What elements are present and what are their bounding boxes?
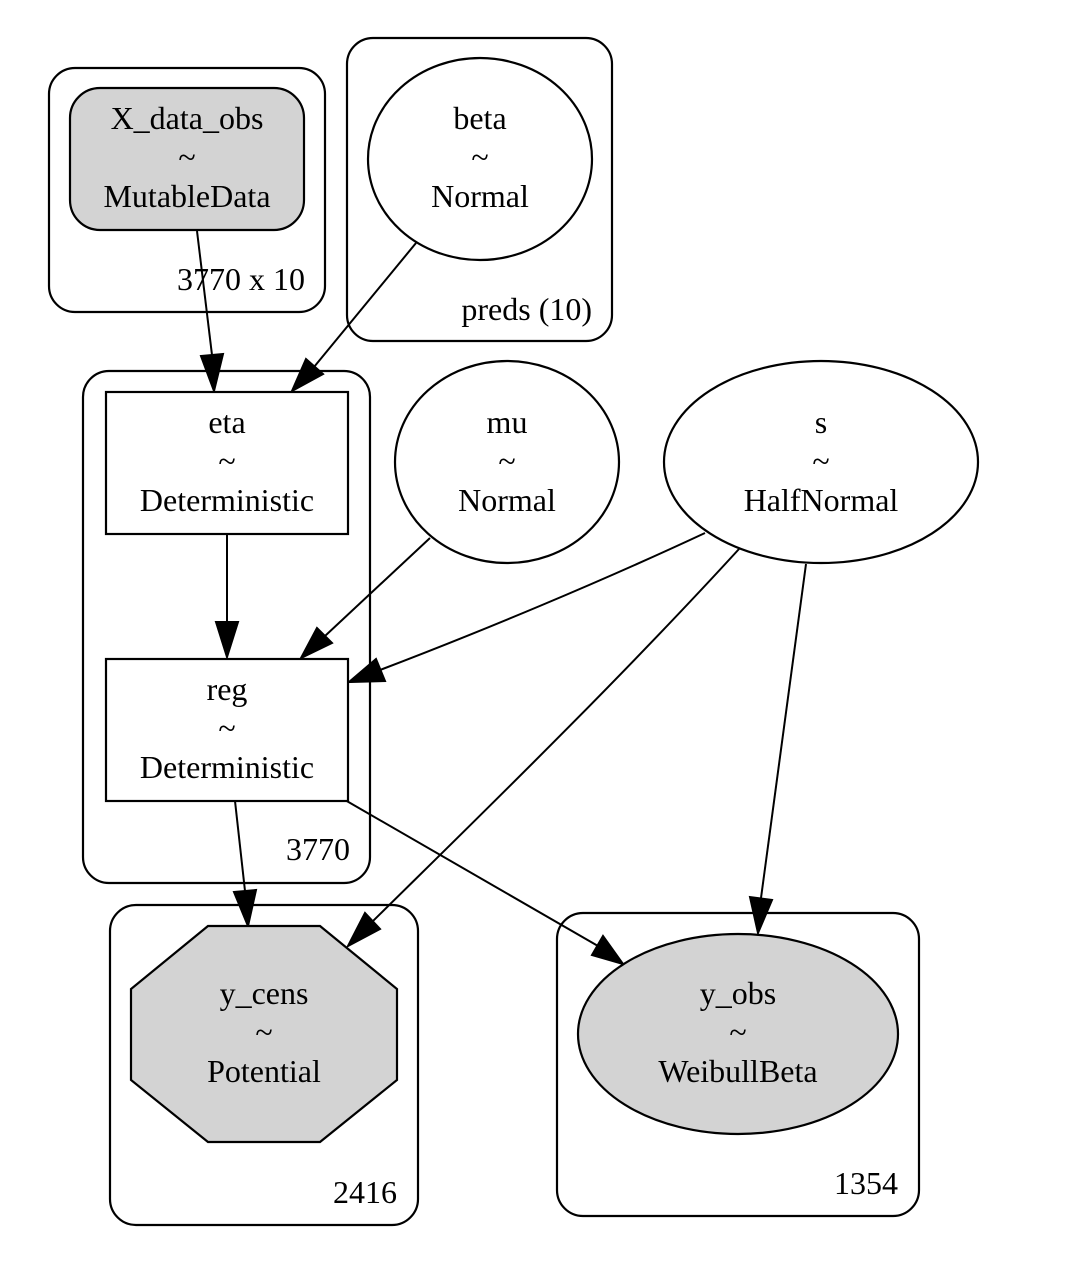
plate-preds: preds (10) [345,36,614,343]
node-shape [576,932,900,1136]
node-separator: ~ [218,443,235,479]
plate-label: 3770 [286,831,350,867]
node-shape [104,657,350,803]
node-name: X_data_obs [111,100,264,136]
node-y-cens[interactable]: y_cens ~ Potential [129,924,399,1144]
node-shape [104,390,350,536]
node-distribution: Deterministic [140,749,314,785]
plate-3770x10: 3770 x 10 [47,66,327,314]
edge-s-to-yobs [748,563,807,937]
node-shape [68,86,306,232]
node-distribution: WeibullBeta [658,1053,817,1089]
node-separator: ~ [812,443,829,479]
node-shape [662,359,980,565]
node-shape [366,56,594,262]
node-distribution: Normal [458,482,556,518]
plate-1354: 1354 [555,911,921,1218]
edge-mu-to-reg [298,537,431,661]
node-name: y_obs [700,975,776,1011]
node-separator: ~ [498,443,515,479]
plate-label: 2416 [333,1174,397,1210]
node-x-data-obs[interactable]: X_data_obs ~ MutableData [68,86,306,232]
node-name: beta [453,100,506,136]
node-beta[interactable]: beta ~ Normal [366,56,594,262]
plate-label: preds (10) [461,291,592,327]
node-separator: ~ [218,710,235,746]
plate-label: 3770 x 10 [177,261,305,297]
edge-reg-to-yobs [344,799,626,966]
node-name: eta [208,404,245,440]
node-distribution: Potential [207,1053,321,1089]
node-mu[interactable]: mu ~ Normal [393,359,621,565]
node-name: s [815,404,827,440]
node-reg[interactable]: reg ~ Deterministic [104,657,350,803]
edge-beta-to-eta [289,242,417,394]
edge-eta-to-reg [214,534,240,661]
plate-label: 1354 [834,1165,898,1201]
node-distribution: Normal [431,178,529,214]
edge-reg-to-ycens [232,800,258,930]
node-y-obs[interactable]: y_obs ~ WeibullBeta [576,932,900,1136]
node-separator: ~ [178,139,195,175]
node-distribution: HalfNormal [744,482,899,518]
node-shape [129,924,399,1144]
edge-s-to-reg [346,532,706,684]
edge-xdata-to-eta [196,230,225,395]
node-eta[interactable]: eta ~ Deterministic [104,390,350,536]
node-shape [393,359,621,565]
node-separator: ~ [471,139,488,175]
node-name: y_cens [220,975,309,1011]
plate-2416: 2416 [108,903,420,1227]
edge-s-to-ycens [345,548,740,949]
node-separator: ~ [255,1014,272,1050]
node-s[interactable]: s ~ HalfNormal [662,359,980,565]
node-name: mu [487,404,528,440]
node-distribution: Deterministic [140,482,314,518]
edges [196,230,807,966]
node-separator: ~ [729,1014,746,1050]
plate-3770: 3770 [81,369,372,885]
node-distribution: MutableData [103,178,270,214]
node-name: reg [207,671,248,707]
